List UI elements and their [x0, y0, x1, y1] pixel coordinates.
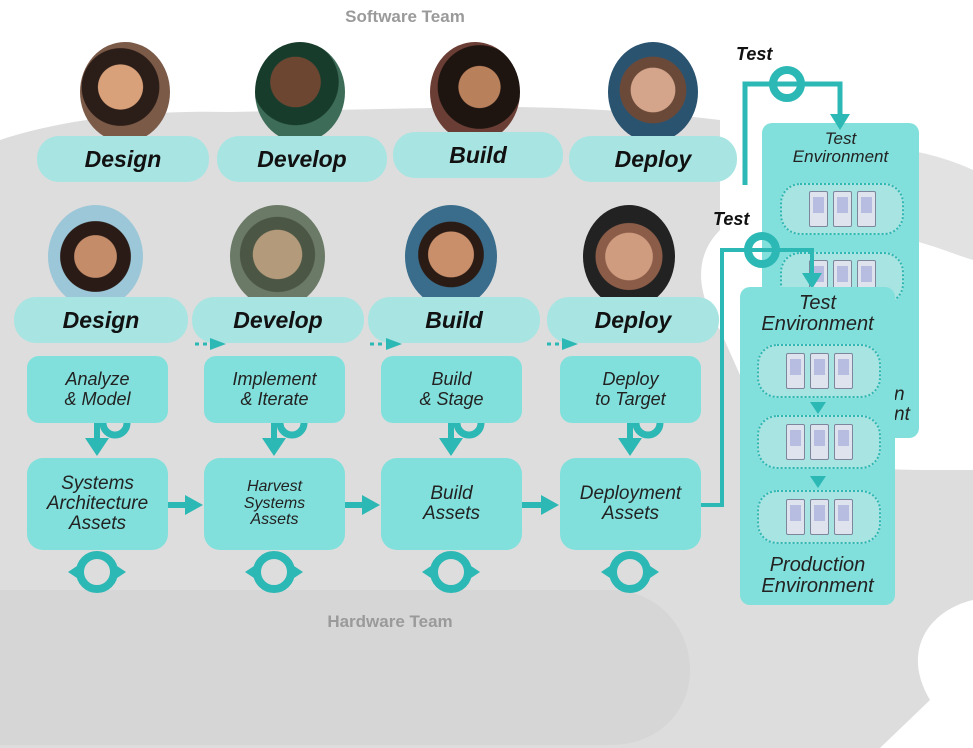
software-design-avatar	[80, 42, 170, 142]
server-icon	[833, 499, 853, 535]
task-build-stage: Build & Stage	[381, 356, 522, 423]
software-build-label: Build	[449, 141, 507, 168]
software-develop-avatar	[255, 42, 345, 142]
hardware-test-label: Test	[713, 209, 750, 229]
hardware-develop-label: Develop	[233, 306, 323, 333]
server-icon	[809, 424, 829, 460]
asset-deployment: Deployment Assets	[560, 458, 701, 550]
server-icon	[809, 499, 829, 535]
hardware-develop-pill: Develop	[192, 297, 364, 343]
software-deploy-avatar	[608, 42, 698, 142]
hardware-build-avatar	[405, 205, 497, 308]
software-develop-label: Develop	[257, 145, 347, 172]
hardware-test-environment-title: Test Environment	[761, 292, 874, 335]
hardware-build-label: Build	[425, 306, 483, 333]
asset-harvest-systems: Harvest Systems Assets	[204, 458, 345, 550]
software-deploy-pill: Deploy	[569, 136, 737, 182]
software-team-title: Software Team	[345, 7, 465, 26]
arrow-down-icon	[810, 476, 826, 488]
environment-arrows	[810, 402, 826, 488]
hardware-staging-server-group	[757, 415, 881, 469]
hardware-build-pill: Build	[368, 297, 540, 343]
server-icon	[833, 353, 853, 389]
server-icon	[808, 191, 828, 227]
software-test-label: Test	[736, 44, 773, 64]
hidden-environment-fragment: n nt	[894, 384, 910, 425]
software-test-loop	[742, 66, 850, 185]
server-icon	[785, 353, 805, 389]
hardware-production-server-group	[757, 490, 881, 544]
cycle-icon	[430, 551, 472, 593]
hardware-develop-avatar	[230, 205, 325, 308]
server-icon	[832, 191, 852, 227]
hardware-design-pill: Design	[14, 297, 188, 343]
hardware-deploy-label: Deploy	[594, 306, 672, 333]
asset-systems-architecture: Systems Architecture Assets	[27, 458, 168, 550]
server-icon	[785, 424, 805, 460]
server-icon	[856, 191, 876, 227]
arrow-right-icon	[386, 338, 402, 350]
hardware-test-server-group	[757, 344, 881, 398]
cycle-icon	[253, 551, 295, 593]
asset-build: Build Assets	[381, 458, 522, 550]
hardware-design-label: Design	[62, 306, 140, 333]
arrow-right-icon	[562, 338, 578, 350]
server-icon	[809, 353, 829, 389]
software-build-avatar	[430, 42, 520, 142]
software-develop-pill: Develop	[217, 136, 387, 182]
hardware-deploy-pill: Deploy	[547, 297, 719, 343]
task-deploy-target: Deploy to Target	[560, 356, 701, 423]
task-analyze-model: Analyze & Model	[27, 356, 168, 423]
server-icon	[833, 424, 853, 460]
task-implement-iterate: Implement & Iterate	[204, 356, 345, 423]
hardware-design-avatar	[48, 205, 143, 308]
arrow-right-icon	[210, 338, 226, 350]
software-test-environment-title: Test Environment	[792, 129, 889, 166]
software-design-label: Design	[84, 145, 162, 172]
arrow-down-icon	[810, 402, 826, 414]
cycle-icon	[609, 551, 651, 593]
hardware-deploy-avatar	[583, 205, 675, 308]
software-design-pill: Design	[37, 136, 209, 182]
cycle-icon	[76, 551, 118, 593]
production-environment-title: Production Environment	[761, 554, 874, 597]
hardware-team-title: Hardware Team	[327, 612, 453, 631]
software-deploy-label: Deploy	[614, 145, 692, 172]
software-server-group	[780, 183, 904, 235]
server-icon	[785, 499, 805, 535]
software-build-pill: Build	[393, 132, 563, 178]
